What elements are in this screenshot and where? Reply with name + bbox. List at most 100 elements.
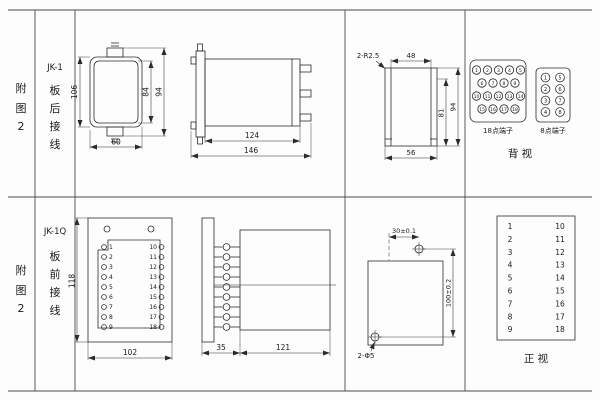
dim-inner-height: 84 (142, 87, 151, 97)
terminal-number: 13 (149, 274, 157, 281)
terminal-circle (158, 274, 165, 280)
terminal-number: 5 (558, 76, 561, 82)
terminal-number: 14 (555, 274, 565, 283)
terminal-circle (499, 78, 509, 88)
panel-cutout-drawing: 30±0.1 2-Φ5 100±0.2 (358, 227, 456, 360)
case-inner-outline (93, 60, 139, 124)
mounting-plate (201, 217, 215, 343)
terminal-circle (101, 264, 107, 270)
terminal-circle (515, 65, 526, 75)
terminal-number: 15 (555, 287, 565, 296)
terminal-number: 7 (109, 304, 113, 311)
terminal-stud (299, 64, 312, 73)
terminal-number: 11 (485, 94, 491, 100)
terminal-circle (222, 273, 231, 281)
dim-rear-inner-height: 81 (438, 109, 446, 118)
terminal-number: 14 (518, 94, 524, 100)
terminal-number: 13 (507, 94, 513, 100)
front-wiring-side-view: 35 121 (201, 217, 336, 356)
terminal-number: 12 (555, 248, 565, 257)
terminal-stud (299, 113, 312, 122)
terminal-circle (504, 65, 515, 75)
terminal-circle (158, 254, 165, 260)
screw-head (190, 121, 197, 130)
terminal-circle (222, 263, 231, 271)
terminal-circle (471, 65, 482, 75)
terminal-circle (101, 284, 107, 290)
terminal-number: 7 (492, 81, 495, 87)
terminal-number: 8 (508, 312, 513, 321)
side-view-terminal-studs (214, 243, 240, 331)
terminal-circle (158, 284, 165, 290)
wiring-label-char: 前 (50, 267, 61, 281)
terminal-number: 1 (109, 244, 113, 251)
terminal-number: 1 (475, 68, 478, 74)
board-outline (97, 239, 161, 329)
dim-case-height: 106 (70, 85, 79, 100)
terminal-circle (222, 293, 231, 301)
terminal-circle (222, 253, 231, 261)
terminal-circle (504, 91, 515, 101)
terminal-number: 3 (109, 264, 113, 271)
terminal-circle (222, 313, 231, 321)
mounting-tab-top (106, 47, 124, 58)
terminal-number: 17 (555, 312, 565, 321)
terminal-number: 13 (555, 261, 565, 270)
terminal-circle (101, 274, 107, 280)
terminal-circle (555, 95, 565, 106)
dim-hole-spacing: 100±0.2 (445, 279, 453, 307)
terminal-number: 4 (508, 261, 513, 270)
mounting-tab-bottom (106, 126, 124, 137)
dim-panel-height: 118 (68, 274, 77, 289)
stud-top (197, 43, 203, 52)
terminal-number: 10 (149, 244, 157, 251)
terminal-circle (510, 78, 520, 88)
terminal-circle (158, 314, 165, 320)
terminal-circle (158, 324, 165, 330)
terminal-circle (555, 72, 565, 83)
terminal-circle (101, 254, 107, 260)
rear-wiring-front-view: 106 84 94 60 (70, 42, 167, 150)
terminal-circle (222, 243, 231, 251)
wiring-label-char: 接 (50, 120, 61, 133)
terminal-number: 9 (514, 81, 517, 87)
model-label: JK-1Q (43, 227, 67, 237)
terminal-number: 15 (479, 107, 485, 113)
terminal-number: 2 (508, 235, 513, 244)
terminal-8-label: 8点端子 (540, 126, 565, 135)
wiring-label-char: 后 (50, 102, 61, 115)
dim-total-depth: 146 (244, 146, 259, 155)
dim-bottom-width: 56 (407, 149, 416, 157)
flange-plate (195, 50, 206, 138)
terminal-number: 17 (501, 107, 507, 113)
terminal-number: 8 (109, 314, 113, 321)
hole-size-note: 2-Φ5 (358, 352, 375, 360)
terminal-circle (101, 294, 107, 300)
terminal-number: 4 (544, 110, 548, 116)
terminal-circle (158, 244, 165, 250)
terminal-stud (299, 89, 312, 98)
case-outer-outline (89, 56, 143, 128)
terminal-number: 8 (503, 81, 506, 87)
terminal-circle (540, 72, 551, 83)
terminal-number: 10 (474, 94, 480, 100)
terminal-number: 8 (558, 110, 561, 116)
terminal-circle (477, 78, 487, 88)
terminal-number: 16 (490, 107, 496, 113)
terminal-block-8-outline (535, 67, 571, 123)
figure-label-char: 2 (18, 302, 25, 315)
figure-label-char: 图 (16, 284, 27, 297)
terminal-number: 4 (109, 274, 113, 281)
rear-wiring-side-view: 124 146 (190, 43, 312, 159)
terminal-circle (510, 104, 520, 114)
terminal-number: 3 (508, 248, 513, 257)
terminal-number: 12 (149, 264, 157, 271)
dim-case-width: 60 (111, 138, 121, 147)
case-body (239, 229, 331, 331)
front-view-label: 正 视 (524, 352, 549, 365)
